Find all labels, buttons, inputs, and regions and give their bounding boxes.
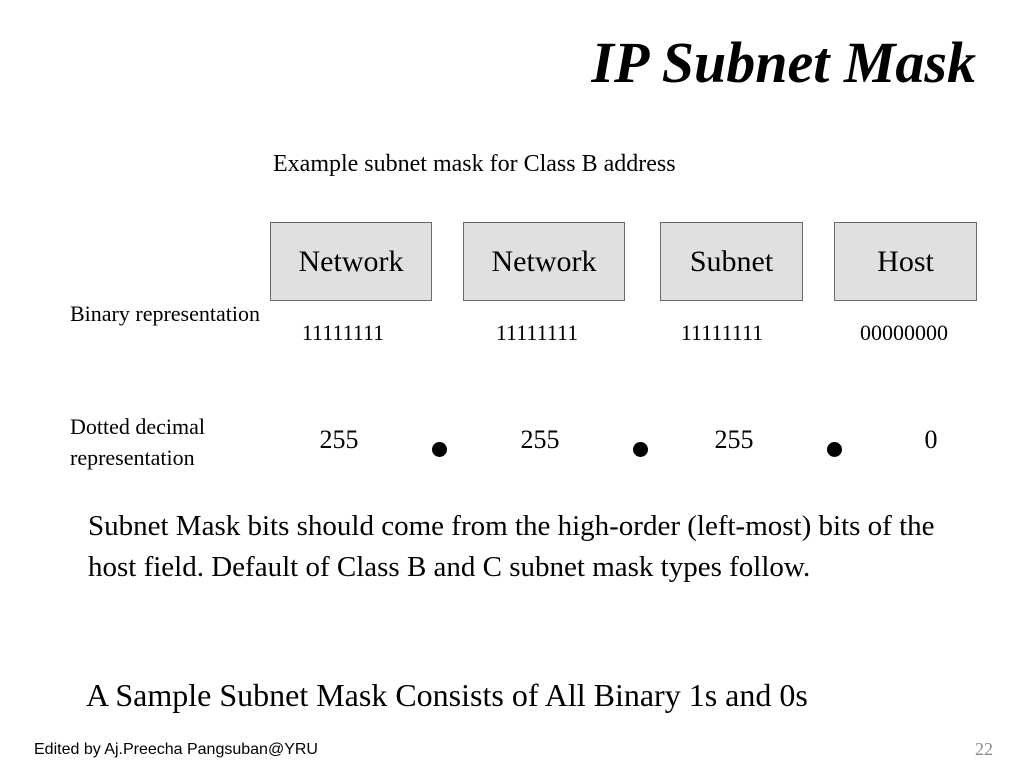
decimal-value-octet-1: 255 — [319, 425, 359, 454]
page-number: 22 — [975, 739, 993, 759]
field-box-network-1: Network — [270, 222, 432, 301]
slide-title: IP Subnet Mask — [591, 30, 976, 95]
decimal-value-octet-2: 255 — [520, 425, 560, 454]
field-box-network-2: Network — [463, 222, 625, 301]
dot-separator-1 — [432, 442, 447, 457]
binary-value-octet-1: 11111111 — [301, 320, 385, 345]
diagram-caption: Example subnet mask for Class B address — [273, 151, 676, 177]
dot-separator-3 — [827, 442, 842, 457]
dotted-decimal-label: Dotted decimal representation — [70, 414, 206, 470]
binary-value-octet-3: 11111111 — [680, 320, 764, 345]
dot-separator-2 — [633, 442, 648, 457]
binary-value-octet-2: 11111111 — [495, 320, 579, 345]
decimal-value-octet-4: 0 — [924, 425, 938, 454]
binary-representation-label: Binary representation — [70, 301, 260, 326]
sample-heading: A Sample Subnet Mask Consists of All Bin… — [86, 677, 808, 713]
footer-credit: Edited by Aj.Preecha Pangsuban@YRU — [34, 741, 318, 758]
binary-value-octet-4: 00000000 — [860, 320, 948, 345]
explanation-paragraph: Subnet Mask bits should come from the hi… — [88, 510, 935, 583]
decimal-value-octet-3: 255 — [714, 425, 754, 454]
field-box-host: Host — [834, 222, 977, 301]
field-box-subnet: Subnet — [660, 222, 803, 301]
